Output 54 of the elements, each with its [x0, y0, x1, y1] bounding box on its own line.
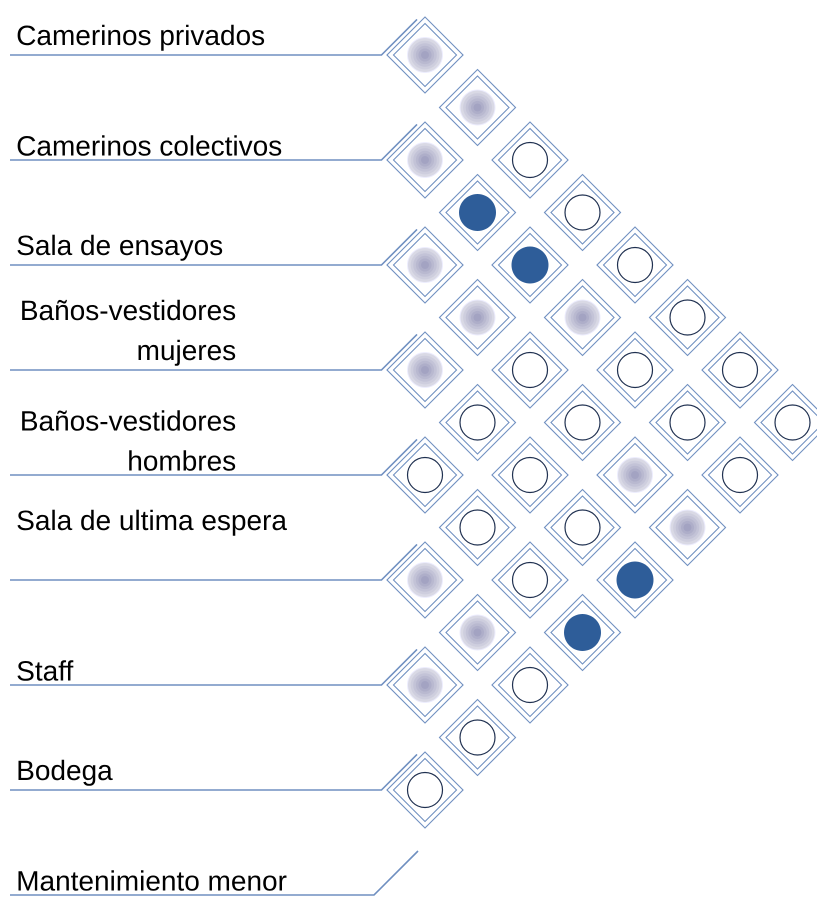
filled-circle: [564, 614, 601, 651]
shaded-spot: [407, 352, 443, 388]
shaded-spot: [407, 142, 443, 178]
shaded-spot: [460, 614, 496, 650]
leader-line: [10, 334, 418, 371]
filled-circle: [616, 562, 654, 598]
leader-line: [10, 850, 419, 896]
row-label: Staff: [17, 660, 74, 681]
shaded-spot: [617, 457, 653, 493]
shaded-spot: [564, 300, 600, 336]
shaded-spot: [407, 247, 443, 283]
open-circle: [616, 352, 654, 388]
open-circle: [512, 352, 548, 388]
open-circle: [512, 456, 548, 494]
row-label: Mantenimiento menor: [18, 870, 286, 891]
leader-line: [10, 544, 418, 581]
filled-circle: [512, 246, 548, 284]
row-label: Bodega: [18, 760, 113, 786]
leader-line: [10, 228, 418, 266]
leader-line: [10, 18, 418, 56]
open-circle: [722, 352, 758, 388]
row-label: Baños-vestidores mujeres: [22, 300, 236, 366]
filled-circle: [459, 194, 496, 231]
open-circle: [564, 509, 601, 546]
open-circle: [722, 456, 758, 494]
open-circle: [406, 456, 444, 494]
open-circle: [564, 194, 601, 231]
row-label: Sala de ultima espera: [17, 510, 287, 536]
open-circle: [669, 404, 706, 441]
open-circle: [512, 142, 548, 178]
row-label: Baños-vestidores hombres: [22, 410, 236, 471]
open-circle: [512, 562, 548, 598]
leader-line: [10, 438, 418, 476]
open-circle: [459, 509, 496, 546]
open-circle: [616, 246, 654, 284]
shaded-spot: [460, 300, 496, 336]
shaded-spot: [407, 667, 443, 703]
row-label: Camerinos privados: [18, 24, 264, 51]
shaded-spot: [407, 562, 443, 598]
leader-line: [10, 648, 418, 686]
row-label: Camerinos colectivos: [18, 135, 282, 156]
shaded-spot: [407, 37, 443, 73]
open-circle: [564, 404, 601, 441]
shaded-spot: [670, 510, 706, 546]
open-circle: [406, 772, 444, 808]
open-circle: [669, 299, 706, 336]
shaded-spot: [460, 90, 496, 126]
open-circle: [459, 404, 496, 441]
open-circle: [459, 719, 496, 756]
open-circle: [512, 666, 548, 704]
row-label: Sala de ensayos: [17, 234, 222, 261]
leader-line: [10, 754, 418, 791]
open-circle: [774, 404, 811, 441]
leader-line: [10, 124, 418, 161]
